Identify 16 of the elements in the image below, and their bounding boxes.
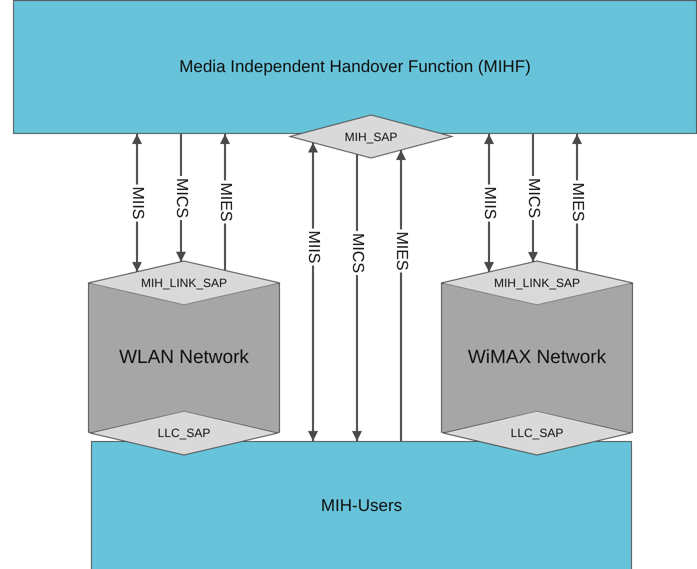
sap-label: LLC_SAP [510, 426, 564, 440]
sap-label: MIH_LINK_SAP [494, 276, 580, 290]
sap-label: MIH_SAP [344, 130, 398, 144]
node-label: Media Independent Handover Function (MIHF) [179, 57, 531, 77]
node-label: WiMAX Network [468, 347, 606, 369]
function-box [13, 0, 697, 134]
sap-diamond [441, 261, 633, 305]
sap-label: MIH_LINK_SAP [140, 276, 228, 290]
users-box [91, 441, 632, 569]
sap-diamond [90, 411, 278, 455]
sap-diamond [443, 411, 631, 455]
sap-label: LLC_SAP [158, 426, 210, 440]
node-label: MIH-Users [320, 496, 402, 516]
node-label: WLAN Network [119, 347, 249, 369]
sap-diamond [88, 261, 280, 305]
sap-diamond [290, 115, 452, 158]
